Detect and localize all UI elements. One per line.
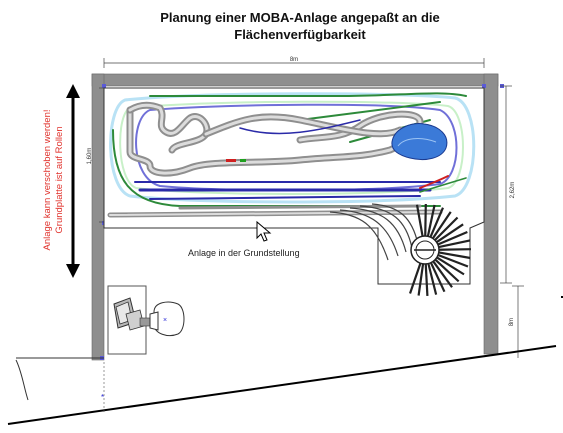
roundhouse-stall	[434, 258, 460, 283]
floor-slope	[7, 345, 557, 425]
roundhouse-stall	[415, 204, 424, 237]
dimension-height-lower-right-label: 8m	[509, 318, 515, 326]
desk-chair-icon: ×	[149, 301, 185, 337]
dimension-height-right-label: 2,62m	[510, 182, 516, 199]
roundhouse-stall	[437, 253, 469, 268]
move-arrow	[66, 84, 80, 278]
door	[15, 357, 104, 401]
roundhouse-stall	[408, 262, 422, 294]
dimension-width: 8m	[103, 57, 485, 68]
center-label: Anlage in der Grundstellung	[188, 248, 300, 258]
roundhouse-stall	[424, 263, 429, 296]
roundhouse-icon	[408, 203, 472, 296]
side-note-line-1: Anlage kann verschoben werden!	[42, 109, 53, 250]
roundhouse-stall	[434, 216, 459, 241]
roundhouse-stall	[424, 203, 427, 237]
roundhouse-stall	[438, 239, 471, 249]
roundhouse-stall	[438, 248, 472, 251]
roundhouse-stall	[435, 223, 464, 244]
roundhouse-stall	[431, 211, 452, 240]
dimension-height-right: 2,62m	[500, 85, 516, 284]
room-walls	[91, 73, 499, 361]
lake	[391, 123, 448, 161]
title-line-1: Planung einer MOBA-Anlage angepaßt an di…	[160, 10, 440, 25]
title-line-2: Flächenverfügbarkeit	[234, 27, 366, 42]
dimension-height-lower-right: 8m	[509, 285, 524, 352]
roundhouse-stall	[438, 251, 471, 260]
fan-tracks	[329, 203, 419, 261]
roundhouse-stall	[429, 207, 444, 238]
roundhouse-stall	[437, 231, 468, 246]
roundhouse-stall	[426, 204, 436, 237]
roundhouse-stall	[429, 262, 446, 293]
roundhouse-stall	[427, 263, 438, 295]
lake-highlight	[397, 138, 437, 147]
side-note-line-2: Grundplatte ist auf Rollen	[54, 126, 65, 233]
edge-dot	[561, 296, 563, 298]
dimension-height-left-label: 1,60m	[87, 148, 93, 165]
door-marker: *	[101, 393, 104, 402]
roundhouse-stall	[436, 256, 465, 276]
svg-text:×: ×	[163, 317, 167, 324]
workstation-area: ×	[107, 285, 185, 355]
dimension-width-label: 8m	[290, 57, 298, 63]
roundhouse-stall	[417, 263, 425, 296]
roundhouse-stall	[432, 260, 453, 288]
track-plan	[107, 92, 476, 218]
computer-icon	[113, 297, 151, 331]
cursor-arrow-icon	[256, 220, 272, 242]
